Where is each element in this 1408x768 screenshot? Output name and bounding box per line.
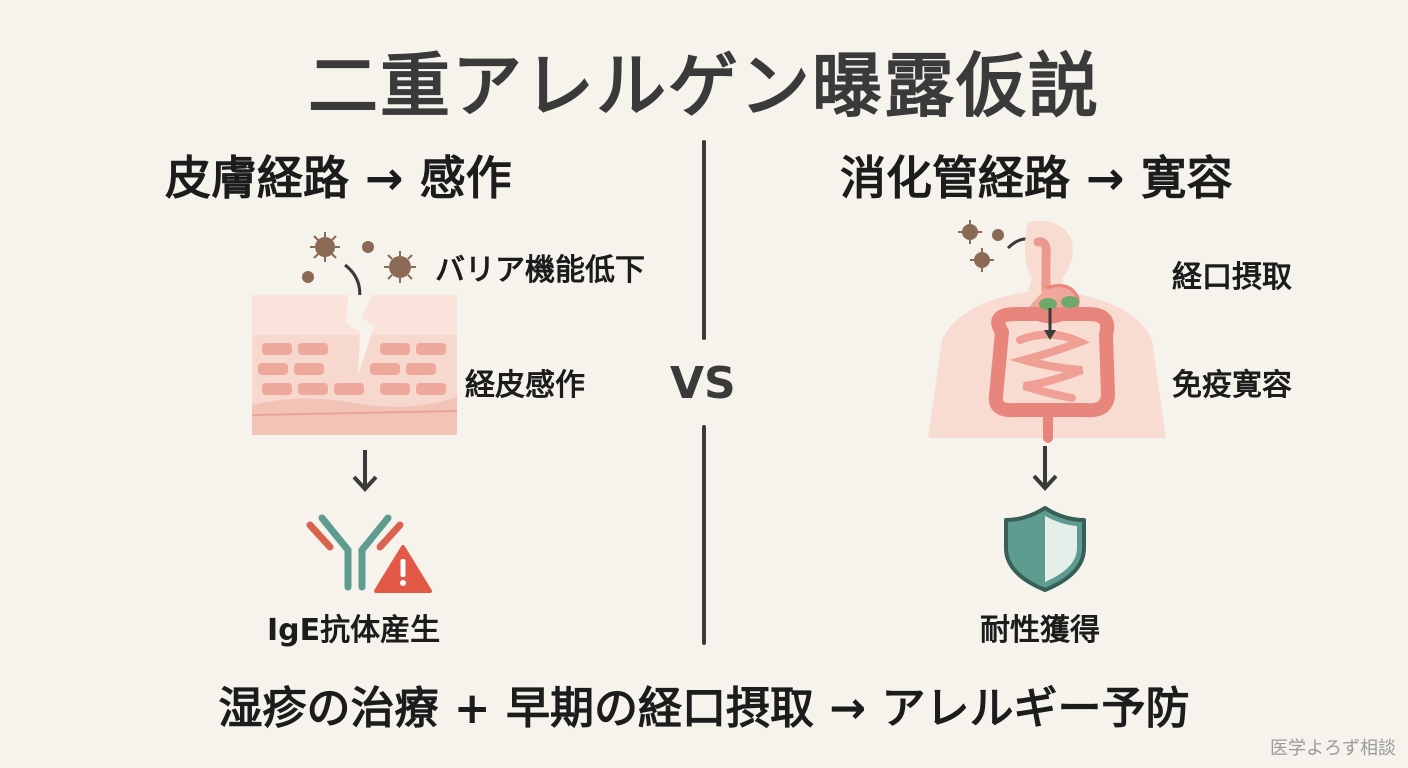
vs-label: VS	[670, 358, 736, 409]
immune-tolerance-label: 免疫寛容	[1172, 368, 1292, 403]
shield-icon	[1004, 506, 1086, 592]
gut-route-heading: 消化管経路 → 寛容	[840, 151, 1233, 205]
torso-digestive-icon	[928, 220, 1166, 443]
tolerance-acquired-label: 耐性獲得	[980, 613, 1100, 648]
virus-particle-icon	[958, 220, 1004, 272]
skin-layers-icon	[251, 295, 458, 435]
page-title: 二重アレルゲン曝露仮説	[308, 45, 1100, 127]
oral-intake-label: 経口摂取	[1172, 260, 1292, 295]
barrier-dysfunction-label: バリア機能低下	[435, 253, 645, 288]
gut-route-illustration	[928, 220, 1166, 592]
skin-route-illustration	[251, 232, 458, 593]
prevention-summary: 湿疹の治療 + 早期の経口摂取 → アレルギー予防	[218, 683, 1190, 734]
warning-icon	[374, 545, 432, 593]
watermark: 医学よろず相談	[1270, 738, 1396, 759]
skin-route-heading: 皮膚経路 → 感作	[165, 151, 512, 205]
antibody-icon	[306, 514, 404, 591]
ige-production-label: IgE抗体産生	[267, 613, 441, 648]
virus-particle-icon	[302, 232, 416, 283]
transdermal-sensitization-label: 経皮感作	[465, 368, 585, 403]
divider-bottom	[702, 425, 706, 645]
divider-top	[702, 140, 706, 340]
